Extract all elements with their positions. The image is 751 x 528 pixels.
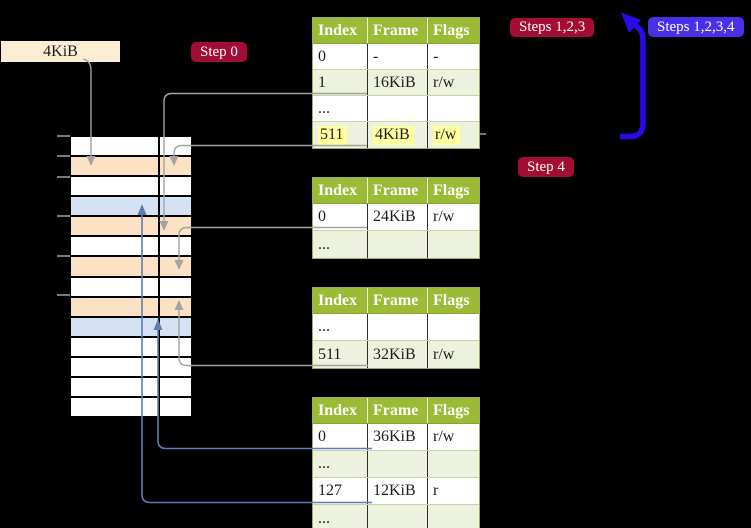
- table-cell: r: [427, 478, 479, 504]
- table-cell: 127: [318, 482, 342, 499]
- badge-steps-1-2-3: Steps 1,2,3: [510, 18, 595, 37]
- table-cell: [367, 314, 427, 340]
- memory-row-8-frame: [71, 297, 191, 318]
- column-header-flags: Flags: [427, 178, 479, 203]
- table-cell: ...: [318, 509, 330, 527]
- table-row-...: ...: [313, 505, 479, 528]
- table-cell: 32KiB: [367, 341, 427, 368]
- column-header-frame: Frame: [367, 288, 427, 313]
- table-cell: [367, 505, 427, 528]
- table-row-0: 0 --: [313, 44, 479, 70]
- memory-row-11-plain: [71, 357, 191, 378]
- memory-row-12-plain: [71, 377, 191, 399]
- table-row-511: 511 4KiB r/w: [313, 122, 479, 148]
- table-cell: 36KiB: [367, 424, 427, 450]
- memory-column-divider: [158, 137, 160, 416]
- column-header-index: Index: [318, 401, 358, 419]
- memory-tick: [57, 294, 70, 296]
- memory-tick: [57, 176, 70, 178]
- memory-tick: [57, 215, 70, 217]
- table-cell: 4KiB: [367, 122, 427, 148]
- memory-row-10-plain: [71, 337, 191, 358]
- table-cell: r/w: [427, 204, 479, 230]
- memory-tick: [57, 255, 70, 257]
- highlighted-value: 511: [318, 125, 348, 145]
- table-cell: [427, 314, 479, 340]
- memory-row-13-plain: [71, 398, 191, 417]
- frame-size-label: 4KiB: [1, 41, 120, 62]
- memory-row-3-target: [71, 197, 191, 218]
- column-header-flags: Flags: [427, 288, 479, 313]
- column-header-frame: Frame: [367, 398, 427, 423]
- table-cell: r/w: [427, 122, 479, 148]
- table-cell: r/w: [427, 424, 479, 450]
- table-cell: -: [367, 44, 427, 69]
- table-cell: 16KiB: [367, 70, 427, 95]
- physical-memory-column: [71, 137, 191, 417]
- table-cell: 0: [318, 208, 326, 225]
- steps-loop-arrow: [620, 12, 646, 140]
- table-cell: 1: [318, 73, 326, 91]
- table-row-...: ...: [313, 96, 479, 122]
- table-cell: [367, 96, 427, 121]
- memory-row-1-frame: [71, 157, 191, 178]
- table-cell: r/w: [427, 341, 479, 368]
- column-header-flags: Flags: [427, 398, 479, 423]
- memory-tick: [57, 135, 70, 137]
- column-header-flags: Flags: [427, 18, 479, 43]
- column-header-index: Index: [318, 21, 358, 39]
- table-cell: ...: [318, 318, 330, 335]
- table-cell: [367, 231, 427, 258]
- column-header-frame: Frame: [367, 18, 427, 43]
- table-row-...: ...: [313, 231, 479, 258]
- table-cell: [427, 231, 479, 258]
- memory-row-5-plain: [71, 237, 191, 258]
- memory-row-2-plain: [71, 177, 191, 198]
- memory-row-4-frame: [71, 217, 191, 238]
- table-cell: r/w: [427, 70, 479, 95]
- table-cell: [367, 451, 427, 477]
- memory-row-9-target: [71, 317, 191, 338]
- table-cell: 511: [318, 345, 342, 363]
- table-cell: [427, 451, 479, 477]
- memory-row-7-plain: [71, 277, 191, 298]
- column-header-index: Index: [318, 181, 358, 199]
- highlighted-value: r/w: [433, 125, 461, 145]
- table-cell: 511: [313, 122, 367, 148]
- table-row-...: ...: [313, 451, 479, 478]
- table-cell: -: [427, 44, 479, 69]
- table-cell: ...: [318, 235, 330, 253]
- memory-tick: [57, 155, 70, 157]
- column-header-frame: Frame: [367, 178, 427, 203]
- table-cell: 0: [318, 47, 326, 65]
- memory-row-0-plain: [71, 137, 191, 158]
- column-header-index: Index: [318, 291, 358, 309]
- table-row-...: ...: [313, 314, 479, 341]
- table-cell: ...: [318, 99, 330, 117]
- badge-step-4: Step 4: [518, 157, 574, 177]
- memory-row-6-frame: [71, 257, 191, 278]
- table-cell: ...: [318, 455, 330, 472]
- table-cell: 12KiB: [367, 478, 427, 504]
- table-cell: [427, 505, 479, 528]
- highlighted-value: 4KiB: [373, 125, 414, 145]
- table-cell: [427, 96, 479, 121]
- badge-steps-1-2-3-4: Steps 1,2,3,4: [648, 17, 744, 37]
- table-cell: 24KiB: [367, 204, 427, 230]
- badge-step-0: Step 0: [191, 42, 247, 62]
- table-cell: 0: [318, 428, 326, 445]
